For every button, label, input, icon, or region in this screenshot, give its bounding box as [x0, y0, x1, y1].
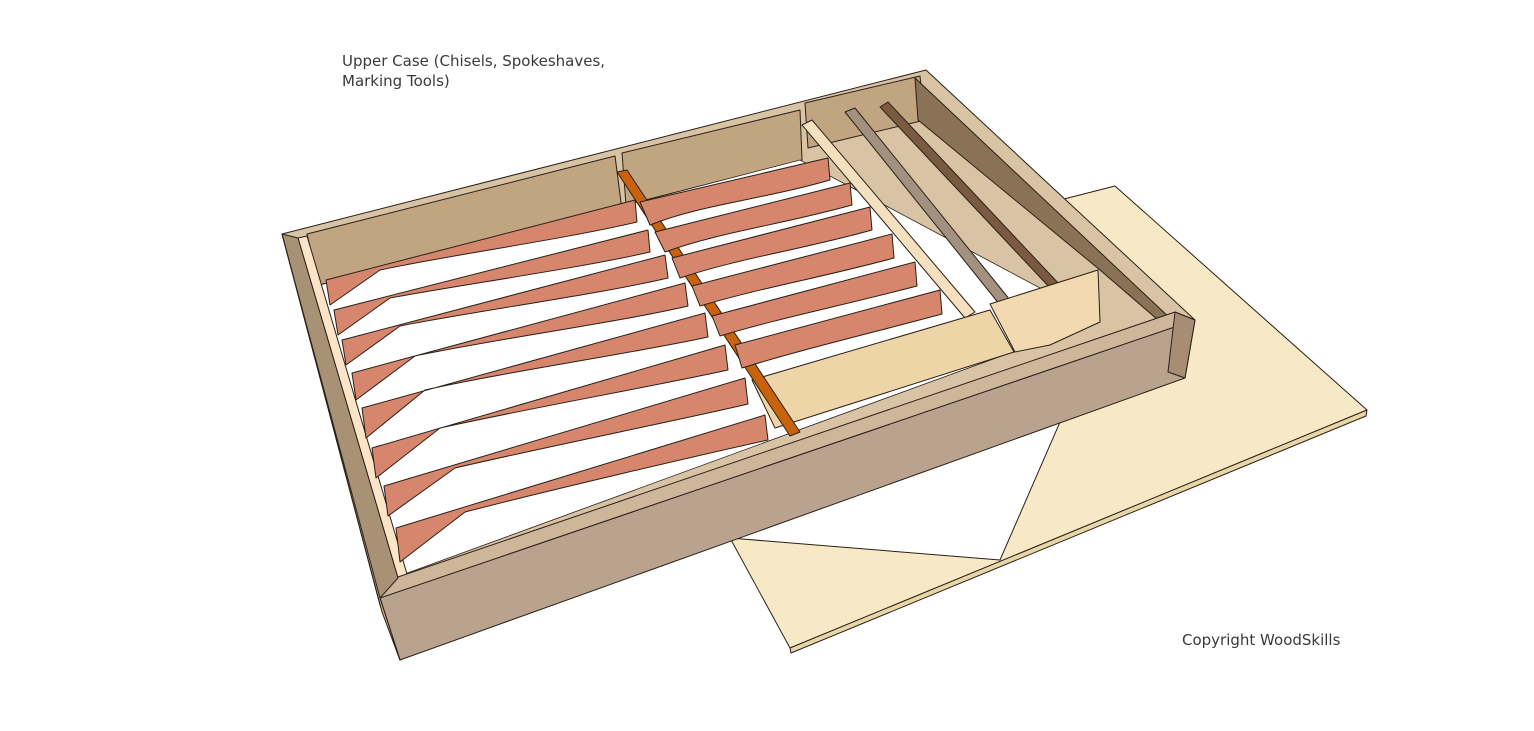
copyright-text: Copyright WoodSkills: [1182, 631, 1341, 649]
base-panel-edge: [789, 409, 1368, 654]
rack-board: [361, 312, 709, 439]
rack-board: [383, 377, 749, 517]
middle-rack-group: [639, 157, 943, 369]
right-divider-pale: [801, 119, 976, 319]
rack-board: [333, 229, 651, 336]
case-right-end: [1167, 311, 1196, 379]
rack-board: [395, 414, 769, 563]
rack-board: [654, 182, 853, 253]
rack-board: [691, 233, 895, 307]
lower-tray: [751, 309, 1015, 429]
rack-board: [351, 282, 689, 401]
rack-board: [371, 344, 729, 479]
rack-board: [341, 254, 669, 366]
rack-board: [711, 261, 918, 337]
right-tray: [989, 269, 1101, 353]
left-rack-group: [325, 199, 769, 563]
right-compartment-wall: [914, 77, 1173, 327]
case-left-outer-face: [281, 233, 401, 661]
rack-board: [325, 199, 638, 306]
title-line-1: Upper Case (Chisels, Spokeshaves,: [342, 52, 606, 70]
back-wall-middle: [621, 109, 803, 206]
rack-board: [734, 289, 943, 369]
rack-board: [671, 206, 873, 279]
title-line-2: Marking Tools): [342, 72, 450, 90]
rack-board: [639, 157, 831, 226]
